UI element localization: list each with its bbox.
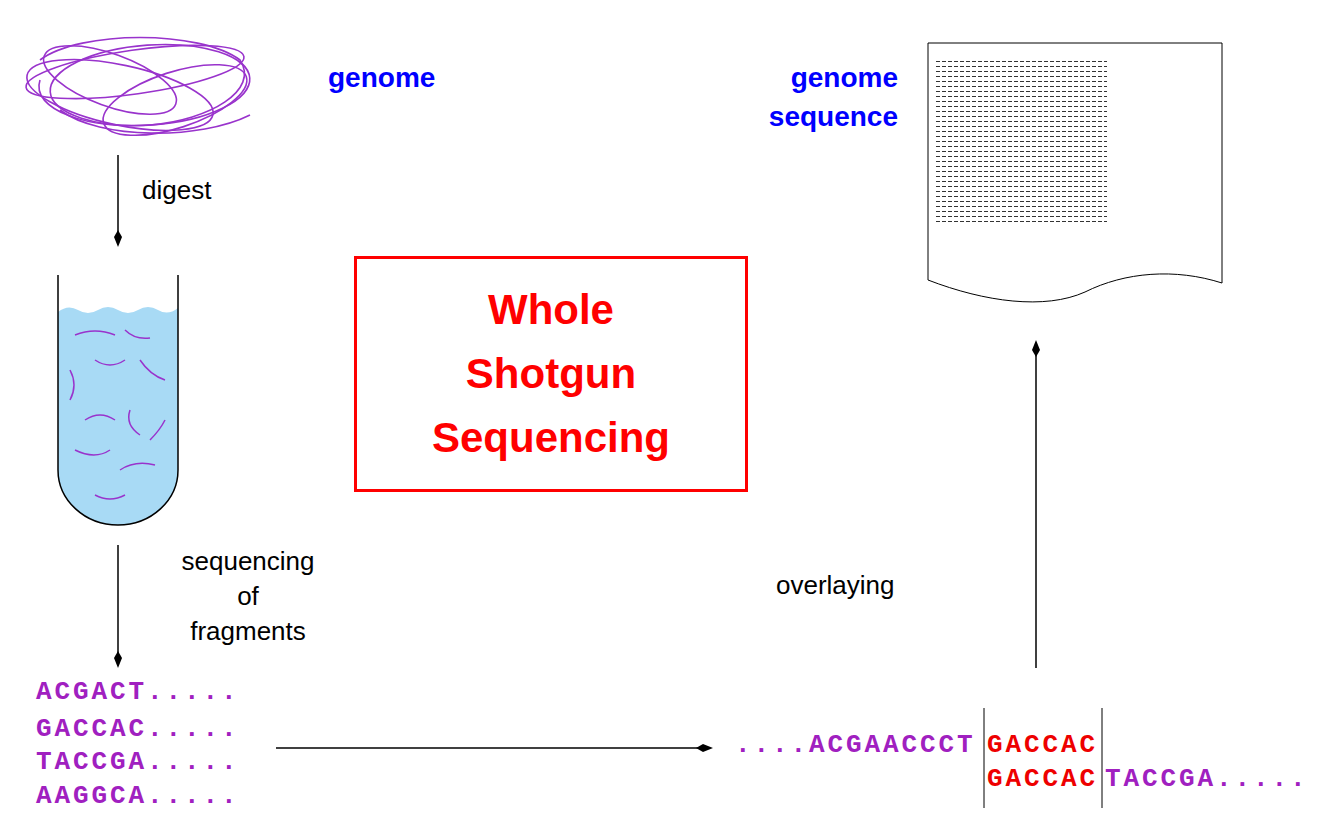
fragments <box>70 330 165 499</box>
sequence-read: GACCAC <box>987 730 1098 760</box>
document <box>928 43 1222 302</box>
arrow-line <box>117 155 119 234</box>
arrow-line <box>1035 353 1037 668</box>
arrow-head <box>1032 340 1040 357</box>
arrow-head <box>114 230 122 247</box>
sequence-read: AAGGCA..... <box>36 781 240 811</box>
sequence-read: TACCGA..... <box>1105 764 1309 794</box>
test-tube <box>58 275 178 525</box>
step-label: digest <box>142 175 211 205</box>
title-box: Whole Shotgun Sequencing <box>354 256 748 492</box>
document-text-lines <box>935 60 1107 225</box>
step-label: sequencing of fragments <box>179 544 317 649</box>
sequence-read: ....ACGAACCCT <box>735 730 976 760</box>
sequence-read: ACGACT..... <box>36 677 240 707</box>
tube-liquid <box>58 307 178 525</box>
genome-scribble <box>21 32 255 150</box>
arrow-head <box>114 651 122 668</box>
overlap-bracket <box>984 708 985 808</box>
arrow-line <box>276 747 700 749</box>
step-label: overlaying <box>776 570 895 600</box>
stage-label: genome <box>328 62 435 94</box>
sequence-read: TACCGA..... <box>36 747 240 777</box>
arrow-head <box>696 744 713 752</box>
sequence-read: GACCAC..... <box>36 714 240 744</box>
box-title: Whole Shotgun Sequencing <box>426 278 676 470</box>
stage-label: genome sequence <box>748 58 898 136</box>
arrow-line <box>117 545 119 655</box>
overlap-bracket <box>1102 708 1103 808</box>
sequence-read: GACCAC <box>987 764 1098 794</box>
